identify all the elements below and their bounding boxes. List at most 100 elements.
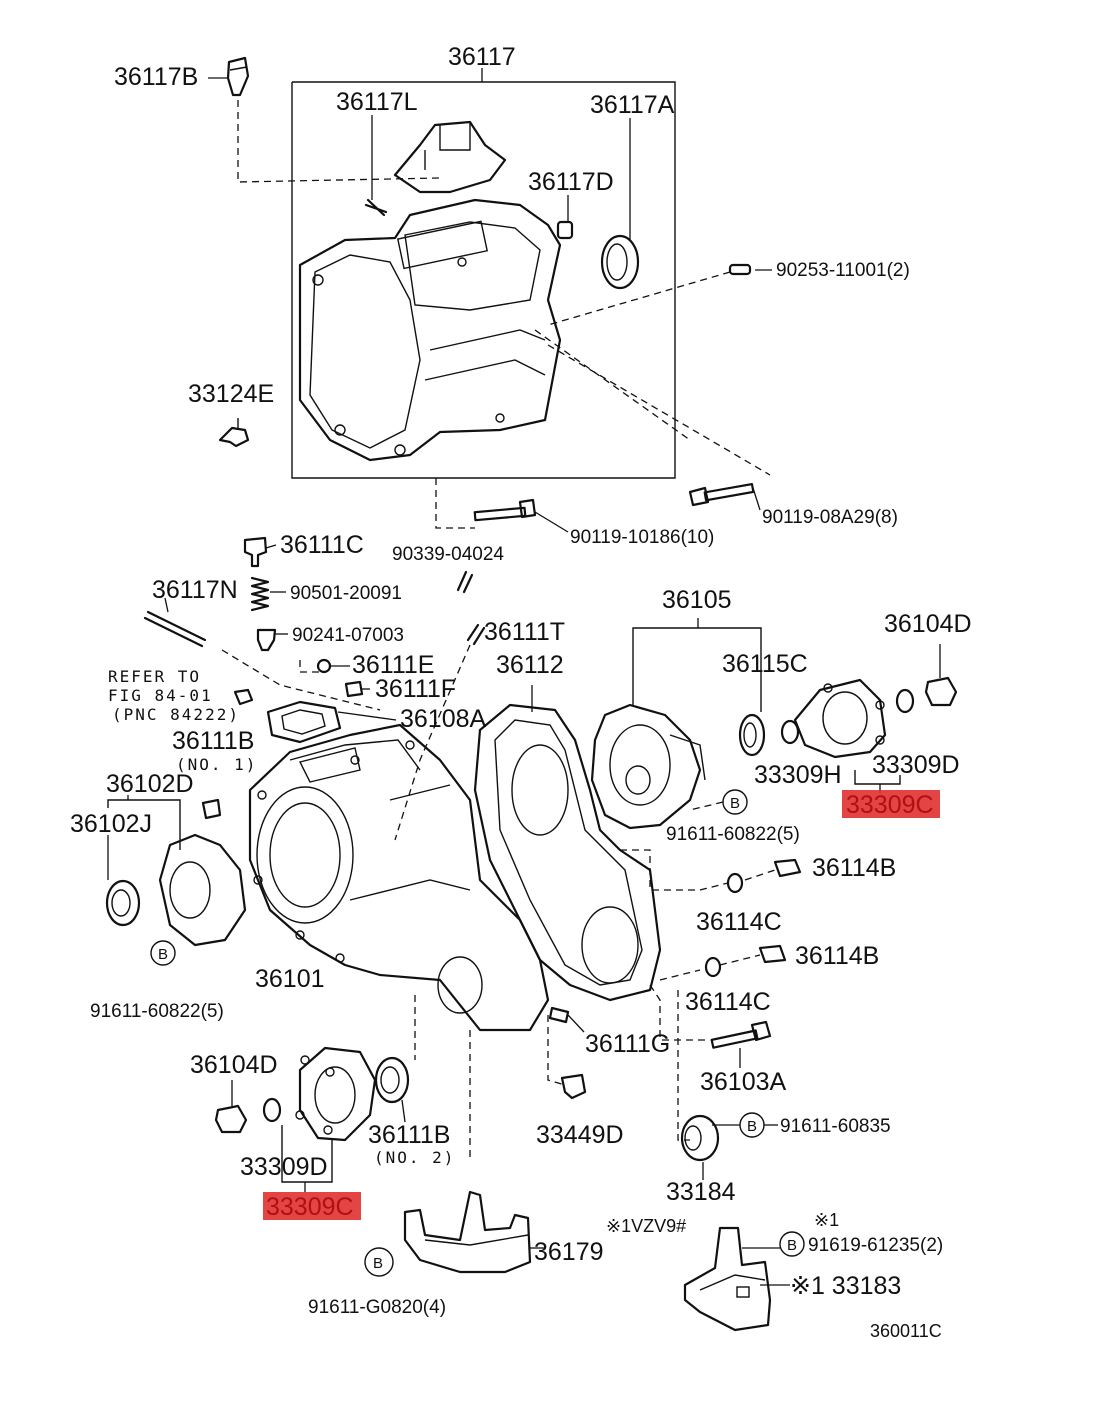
- label-36114B-top: 36114B: [812, 854, 896, 882]
- label-90119-10186: 90119-10186(10): [570, 527, 714, 548]
- flange-bottom: [298, 1046, 377, 1142]
- nut-36104D-bottom: [214, 1104, 248, 1134]
- label-diagram-code: 360011C: [870, 1321, 942, 1341]
- label-33124E: 33124E: [188, 380, 274, 408]
- plug-36117D: [556, 220, 574, 240]
- washer-36114C-top: [726, 872, 744, 894]
- labels: 36117 36117B 36117L 36117A 36117D 90253-…: [70, 43, 972, 1341]
- middle-small-parts: [143, 536, 486, 841]
- skid-plate-36179: [403, 1190, 532, 1274]
- bolt-36114B-bottom: [758, 944, 787, 964]
- label-36111E: 36111E: [352, 651, 434, 679]
- label-36117B: 36117B: [114, 63, 198, 91]
- bolt-90119-10186: [473, 498, 537, 522]
- sensor-36117B: [226, 56, 250, 97]
- label-36111F: 36111F: [375, 675, 456, 703]
- label-36117N: 36117N: [152, 576, 238, 604]
- label-refer-1: REFER TO: [108, 667, 201, 686]
- seal-36115C: [738, 713, 766, 757]
- gasket-36108A: [266, 700, 342, 744]
- washer-36114C-bottom: [704, 956, 722, 978]
- label-36101: 36101: [255, 965, 325, 993]
- cover-36102D: [158, 833, 247, 947]
- label-33309C-bottom: 33309C: [266, 1193, 354, 1221]
- label-91611-60822-right: 91611-60822(5): [666, 824, 800, 845]
- washer-33309H: [780, 719, 800, 745]
- label-36117D: 36117D: [528, 168, 614, 196]
- label-33309C-top: 33309C: [846, 791, 934, 819]
- label-33184: 33184: [666, 1178, 736, 1206]
- svg-text:B: B: [730, 795, 740, 812]
- bolt-36114B-top: [773, 858, 802, 878]
- bolt-b-91611-G0820: B: [364, 1247, 394, 1277]
- bolt-b-91619: B: [779, 1231, 805, 1257]
- highlight-33309C-top: [842, 790, 940, 818]
- pin-36111G: [548, 1006, 570, 1024]
- bolt-b-left: B: [150, 940, 176, 966]
- svg-text:B: B: [373, 1255, 383, 1272]
- label-refer-3: (PNC 84222): [112, 705, 240, 724]
- pin-33449D: [560, 1073, 587, 1100]
- label-36111T: 36111T: [484, 618, 565, 646]
- cap-33184: [680, 1114, 720, 1162]
- mount-33183: [683, 1226, 772, 1332]
- pin-90253: [728, 263, 752, 276]
- label-90501: 90501-20091: [290, 583, 402, 604]
- label-no1: (NO. 1): [176, 755, 257, 774]
- label-90253: 90253-11001(2): [776, 260, 910, 281]
- label-33309D-bottom: 33309D: [240, 1153, 328, 1181]
- bottom-parts: B B B: [214, 1046, 805, 1332]
- label-36111B-bottom: 36111B: [368, 1121, 450, 1149]
- label-33183: ※1 33183: [790, 1272, 901, 1300]
- label-36103A: 36103A: [700, 1068, 787, 1096]
- label-90119-08A29: 90119-08A29(8): [762, 507, 898, 528]
- front-case-36101: [248, 723, 550, 1032]
- pin-36117L: [364, 198, 388, 217]
- label-36111B-top: 36111B: [172, 727, 254, 755]
- label-91619: 91619-61235(2): [808, 1235, 943, 1256]
- breather-33124E: [218, 426, 250, 448]
- part-ref-84222: [233, 688, 254, 706]
- label-36112: 36112: [496, 651, 564, 679]
- label-36102D: 36102D: [106, 770, 194, 798]
- bolt-36111E: [316, 658, 332, 674]
- label-refer-2: FIG 84-01: [108, 686, 213, 705]
- label-33309D-top: 33309D: [872, 751, 960, 779]
- bolt-90119-08A29: [688, 482, 755, 507]
- svg-text:B: B: [158, 946, 168, 963]
- label-36105: 36105: [662, 586, 732, 614]
- label-36111G: 36111G: [585, 1030, 670, 1058]
- label-36117: 36117: [448, 43, 516, 71]
- ball-90241: [256, 628, 277, 652]
- seal-36102J: [105, 879, 141, 927]
- bolt-36111F: [344, 680, 364, 698]
- washer-33309D-bottom: [262, 1097, 282, 1123]
- spring-90501: [250, 576, 270, 612]
- pin-36111T: [466, 623, 486, 646]
- label-33449D: 33449D: [536, 1121, 624, 1149]
- bolt-36103A: [710, 1020, 772, 1049]
- label-36102J: 36102J: [70, 810, 152, 838]
- highlight-33309C-bottom: [263, 1192, 361, 1220]
- bolt-b-91611-60835: B: [739, 1112, 765, 1138]
- label-36104D-top: 36104D: [884, 610, 972, 638]
- seal-36117A: [600, 234, 640, 290]
- flange-top: [793, 678, 887, 759]
- seal-36111B-no2: [374, 1056, 410, 1104]
- label-36114B-bottom: 36114B: [795, 942, 879, 970]
- label-36114C-bottom: 36114C: [685, 988, 771, 1016]
- label-91611-G0820: 91611-G0820(4): [308, 1297, 446, 1318]
- label-36108A: 36108A: [400, 705, 487, 733]
- adapter-bracket: [291, 81, 676, 479]
- label-36114C-top: 36114C: [696, 908, 782, 936]
- label-36117L: 36117L: [336, 88, 418, 116]
- rod-36117N: [143, 610, 207, 648]
- label-36115C: 36115C: [722, 650, 808, 678]
- nut-36104D-top: [924, 676, 958, 707]
- label-33309H: 33309H: [754, 761, 842, 789]
- cover-36117L: [393, 120, 507, 194]
- label-90241: 90241-07003: [292, 625, 404, 646]
- adapter-assembly-group: [208, 56, 772, 533]
- label-36179: 36179: [534, 1238, 604, 1266]
